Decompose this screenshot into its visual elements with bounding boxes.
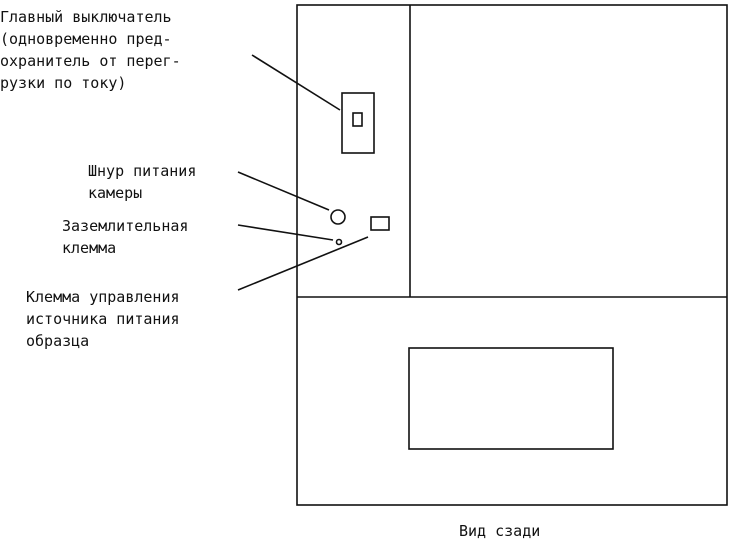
main-switch-toggle xyxy=(352,112,363,127)
main-switch-label: Главный выключатель (одновременно пред- … xyxy=(0,8,181,92)
power-cord-leader xyxy=(237,171,330,211)
ground-terminal-leader xyxy=(237,224,334,241)
main-switch-body xyxy=(341,92,375,154)
control-terminal-label: Клемма управления источника питания обра… xyxy=(26,288,180,350)
power-cord-label: Шнур питания камеры xyxy=(88,162,197,202)
ground-terminal-label: Заземлительная клемма xyxy=(62,217,189,257)
control-terminal-leader xyxy=(237,236,369,291)
cabinet-outline xyxy=(296,4,728,506)
control-terminal xyxy=(370,216,390,231)
ground-terminal xyxy=(335,238,343,246)
main-switch-leader xyxy=(251,54,341,111)
lower-panel-window xyxy=(408,347,614,450)
view-caption: Вид сзади xyxy=(459,522,541,540)
power-cord-socket xyxy=(330,209,346,225)
